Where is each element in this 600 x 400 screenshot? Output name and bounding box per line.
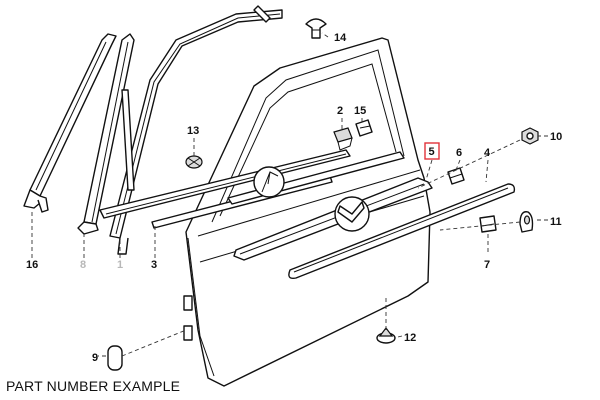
callout-8: 8	[80, 259, 86, 271]
callout-15: 15	[354, 105, 366, 117]
detail-circle-clip-2	[334, 196, 370, 232]
clip-2	[333, 127, 353, 151]
callout-3: 3	[151, 259, 157, 271]
callout-11: 11	[550, 216, 562, 228]
callout-13: 13	[187, 125, 199, 137]
moulding-strip-4	[288, 183, 516, 280]
window-frame-1	[109, 5, 283, 255]
callout-5: 5	[429, 146, 435, 158]
callout-1: 1	[117, 259, 123, 271]
clip-7	[479, 215, 497, 233]
highlight-box	[424, 142, 440, 160]
callout-2: 2	[337, 105, 343, 117]
callout-16: 16	[26, 259, 38, 271]
leader-lines	[31, 32, 548, 357]
callout-7: 7	[484, 259, 490, 271]
caption: PART NUMBER EXAMPLE	[6, 378, 181, 394]
callout-14: 14	[334, 32, 347, 44]
trim-strip-5	[233, 177, 433, 261]
detail-circle-clip-1	[253, 166, 285, 198]
cap-9	[107, 345, 123, 371]
bracket-11	[519, 211, 534, 233]
callout-10: 10	[550, 131, 562, 143]
window-channel-8	[77, 33, 135, 235]
callout-12: 12	[404, 332, 416, 344]
callout-4: 4	[484, 147, 491, 159]
window-channel-seal-16	[23, 33, 117, 213]
callout-6: 6	[456, 147, 462, 159]
clip-6	[447, 167, 465, 185]
grommet-13	[185, 155, 203, 169]
plug-14	[305, 18, 327, 39]
callout-5-highlight[interactable]: 5	[424, 142, 440, 160]
callout-9: 9	[92, 352, 98, 364]
grommet-12	[376, 327, 396, 344]
clip-15	[355, 119, 373, 137]
screw-10	[521, 127, 539, 145]
door-panel	[183, 37, 431, 387]
